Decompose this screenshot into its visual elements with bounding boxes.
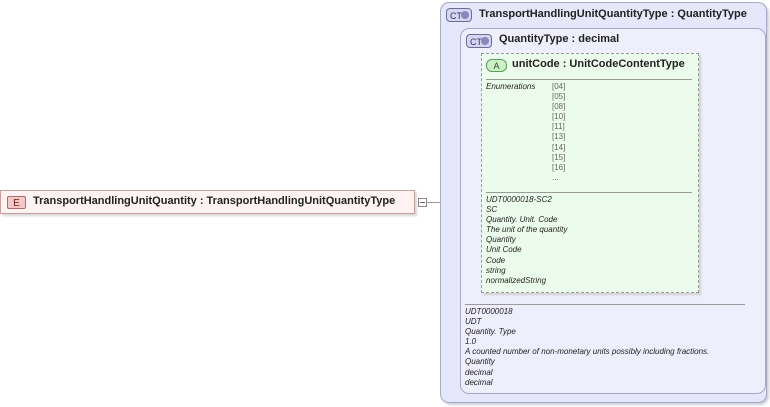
complex-type-badge: CT [466,34,492,48]
doc-line: The unit of the quantity [486,225,568,235]
doc-line: decimal [465,377,493,387]
enum-value: ... [552,172,559,182]
attribute-title: unitCode : UnitCodeContentType [512,58,685,70]
attribute-badge: A [486,59,507,72]
enum-value: [08] [552,102,566,112]
enum-value: [05] [552,92,566,102]
doc-line: Unit Code [486,245,522,255]
connector-element-to-outer [427,202,440,203]
complex-type-badge: CT [446,8,472,22]
doc-line: string [486,265,506,275]
attribute-docs: UDT0000018-SC2 SC Quantity. Unit. Code T… [486,195,567,286]
doc-line: Quantity. Unit. Code [486,215,558,225]
enum-value: [04] [552,82,566,91]
enum-value: [15] [552,152,566,162]
attr-title-separator [486,79,692,80]
doc-line: Quantity [486,235,516,245]
doc-line: Quantity [465,357,495,367]
enum-value: [11] [552,122,565,132]
element-node[interactable]: E TransportHandlingUnitQuantity : Transp… [0,190,427,214]
doc-line: Quantity. Type [465,327,516,337]
expand-toggle[interactable] [418,198,427,207]
doc-line: UDT [465,317,482,327]
doc-line: 1.0 [465,337,477,347]
enum-value: [16] [552,162,566,172]
enum-value: [10] [552,112,566,122]
enum-value: [13] [552,132,566,142]
inner-type-docs: UDT0000018 UDT Quantity. Type 1.0 A coun… [465,307,709,388]
doc-line: SC [486,205,498,215]
attr-doc-separator [486,192,692,193]
attribute-node[interactable]: A unitCode : UnitCodeContentType Enumera… [481,53,699,293]
enumerations-label: Enumerations [486,82,536,91]
enumerations-list: [04] [05] [08] [10] [11] [13] [14] [15] … [552,82,565,183]
doc-line: UDT0000018-SC2 [486,195,552,204]
doc-line: decimal [465,367,493,377]
element-badge: E [7,196,26,209]
doc-line: A counted number of non-monetary units p… [465,347,710,357]
enum-value: [14] [552,142,566,152]
doc-line: UDT0000018 [465,307,513,316]
inner-type-title: QuantityType : decimal [499,33,620,45]
gear-icon [461,11,469,19]
doc-line: normalizedString [486,275,547,285]
gear-icon [481,37,489,45]
doc-line: Code [486,255,506,265]
outer-type-title: TransportHandlingUnitQuantityType : Quan… [479,8,747,20]
element-label: TransportHandlingUnitQuantity : Transpor… [33,195,396,207]
inner-doc-separator [465,304,745,305]
